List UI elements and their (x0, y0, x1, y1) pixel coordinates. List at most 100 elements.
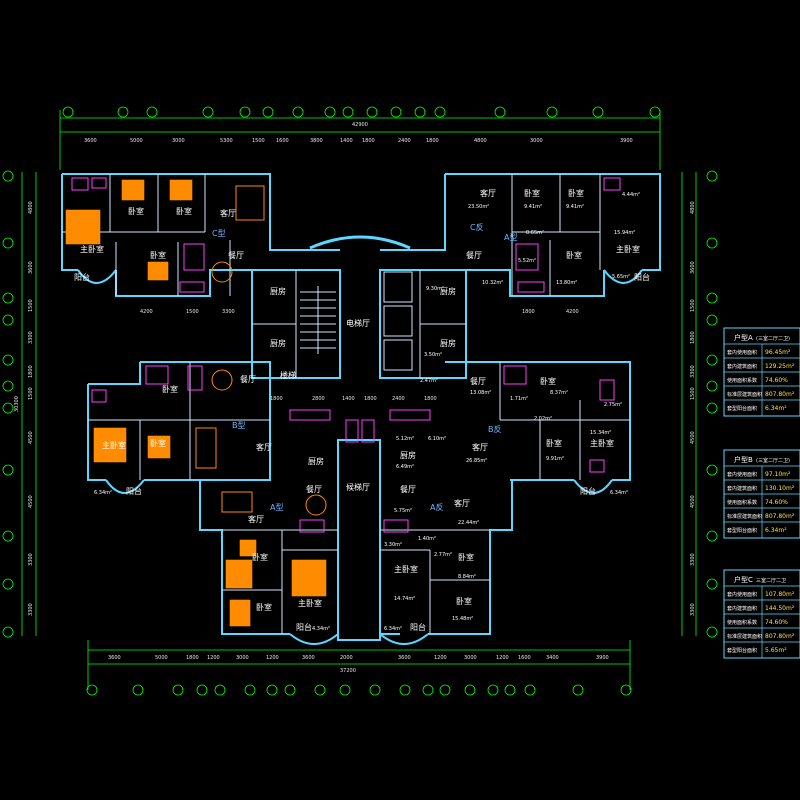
svg-text:3000: 3000 (530, 138, 543, 144)
svg-text:客厅: 客厅 (256, 442, 272, 452)
bottom-overall-dimension: 37200 (340, 668, 356, 674)
svg-text:候梯厅: 候梯厅 (346, 482, 370, 492)
svg-text:卧室: 卧室 (540, 376, 556, 386)
exterior-walls (61, 173, 661, 645)
svg-text:4.34m²: 4.34m² (312, 626, 330, 632)
svg-text:卧室: 卧室 (456, 596, 472, 606)
svg-text:1800: 1800 (522, 309, 535, 315)
svg-text:6.49m²: 6.49m² (396, 464, 414, 470)
svg-text:客厅: 客厅 (472, 442, 488, 452)
svg-text:1800: 1800 (186, 655, 199, 661)
svg-text:3300: 3300 (28, 603, 34, 616)
svg-text:1800: 1800 (424, 396, 437, 402)
unit-type-labels: C型 C反 A型 B型 B反 A型 A反 (212, 222, 517, 512)
area-labels: 23.50m² 9.41m² 9.41m² 4.44m² 15.94m² 5.5… (94, 192, 640, 632)
bedroom-furniture (65, 179, 327, 627)
svg-text:厨房: 厨房 (440, 286, 456, 296)
svg-text:B反: B反 (488, 424, 502, 434)
svg-text:卧室: 卧室 (524, 188, 540, 198)
svg-text:2400: 2400 (392, 396, 405, 402)
svg-text:C反: C反 (470, 222, 484, 232)
svg-text:1.71m²: 1.71m² (510, 396, 528, 402)
svg-text:2.77m²: 2.77m² (434, 552, 452, 558)
svg-text:卧室: 卧室 (150, 438, 166, 448)
svg-text:9.91m²: 9.91m² (546, 456, 564, 462)
svg-text:3600: 3600 (302, 655, 315, 661)
bottom-segment-dimensions: 3600 5000 1800 1200 3000 1200 3600 2000 … (108, 655, 609, 661)
top-axis-bubbles (62, 106, 661, 118)
svg-text:96.45m²: 96.45m² (765, 349, 791, 356)
top-segment-dimensions: 3600 5000 3000 5300 1500 1600 3800 1400 … (84, 138, 633, 144)
svg-text:3300: 3300 (690, 365, 696, 378)
svg-text:1800: 1800 (364, 396, 377, 402)
svg-text:10.32m²: 10.32m² (482, 280, 503, 286)
svg-text:3.50m²: 3.50m² (424, 352, 442, 358)
svg-text:使用面积系数: 使用面积系数 (727, 377, 757, 384)
svg-text:客厅: 客厅 (454, 498, 470, 508)
svg-text:4800: 4800 (28, 201, 34, 214)
svg-text:客厅: 客厅 (220, 208, 236, 218)
svg-text:4500: 4500 (28, 495, 34, 508)
left-axis-bubbles (2, 170, 14, 638)
svg-text:8.84m²: 8.84m² (458, 574, 476, 580)
svg-text:三室二厅二卫: 三室二厅二卫 (756, 577, 786, 584)
svg-text:卧室: 卧室 (150, 250, 166, 260)
svg-text:1500: 1500 (28, 299, 34, 312)
svg-text:807.80m²: 807.80m² (765, 513, 795, 520)
svg-text:74.60%: 74.60% (765, 619, 788, 626)
svg-text:卧室: 卧室 (128, 206, 144, 216)
svg-text:1.40m²: 1.40m² (418, 536, 436, 542)
svg-text:4800: 4800 (690, 201, 696, 214)
interior-walls (62, 174, 630, 634)
svg-text:5.52m²: 5.52m² (518, 258, 536, 264)
svg-text:户型: 户型 (734, 333, 748, 342)
svg-text:2.75m²: 2.75m² (604, 402, 622, 408)
svg-text:楼梯: 楼梯 (280, 370, 296, 380)
svg-text:3300: 3300 (690, 603, 696, 616)
svg-text:3600: 3600 (28, 261, 34, 274)
unit-summary-table-c: 户型 C 三室二厅二卫 套内使用面积 107.80m² 套内建筑面积 144.5… (723, 569, 800, 659)
svg-text:套型阳台面积: 套型阳台面积 (727, 527, 757, 534)
svg-text:2.47m²: 2.47m² (420, 378, 438, 384)
svg-text:2000: 2000 (340, 655, 353, 661)
svg-text:主卧室: 主卧室 (616, 244, 640, 254)
svg-text:6.34m²: 6.34m² (384, 626, 402, 632)
svg-text:厨房: 厨房 (270, 338, 286, 348)
svg-text:13.08m²: 13.08m² (470, 390, 491, 396)
svg-text:餐厅: 餐厅 (470, 377, 486, 386)
svg-text:74.60%: 74.60% (765, 499, 788, 506)
svg-text:144.50m²: 144.50m² (765, 605, 795, 612)
svg-text:1600: 1600 (518, 655, 531, 661)
svg-text:卧室: 卧室 (458, 552, 474, 562)
svg-text:餐厅: 餐厅 (228, 251, 244, 260)
svg-text:3400: 3400 (546, 655, 559, 661)
svg-text:6.34m²: 6.34m² (94, 490, 112, 496)
room-labels: 主卧室 卧室 卧室 客厅 卧室 餐厅 阳台 厨房 厨房 电梯厅 楼梯 客厅 卧室… (74, 188, 650, 632)
svg-text:13.80m²: 13.80m² (556, 280, 577, 286)
left-segment-dimensions: 4800 3600 1500 3300 1800 1500 4500 4500 … (28, 201, 34, 616)
svg-text:3300: 3300 (222, 309, 235, 315)
svg-text:807.80m²: 807.80m² (765, 633, 795, 640)
svg-text:2.02m²: 2.02m² (534, 416, 552, 422)
svg-text:套内使用面积: 套内使用面积 (727, 471, 757, 478)
right-axis-bubbles (706, 170, 718, 638)
svg-text:9.41m²: 9.41m² (524, 204, 542, 210)
svg-text:3300: 3300 (28, 553, 34, 566)
svg-text:(三室二厅二卫): (三室二厅二卫) (756, 335, 790, 342)
svg-text:3300: 3300 (690, 553, 696, 566)
svg-text:74.60%: 74.60% (765, 377, 788, 384)
svg-text:15.94m²: 15.94m² (614, 230, 635, 236)
middle-dimensions-lower: 1800 2800 1400 1800 2400 1800 (270, 396, 437, 402)
dimension-lines (21, 110, 697, 690)
svg-text:4200: 4200 (566, 309, 579, 315)
svg-text:卧室: 卧室 (546, 438, 562, 448)
top-overall-dimension: 42900 (352, 122, 368, 128)
svg-text:餐厅: 餐厅 (466, 251, 482, 260)
svg-text:9.30m²: 9.30m² (426, 286, 444, 292)
svg-text:套型阳台面积: 套型阳台面积 (727, 405, 757, 412)
svg-text:3000: 3000 (172, 138, 185, 144)
svg-text:2400: 2400 (398, 138, 411, 144)
svg-text:主卧室: 主卧室 (394, 564, 418, 574)
svg-text:卧室: 卧室 (568, 188, 584, 198)
